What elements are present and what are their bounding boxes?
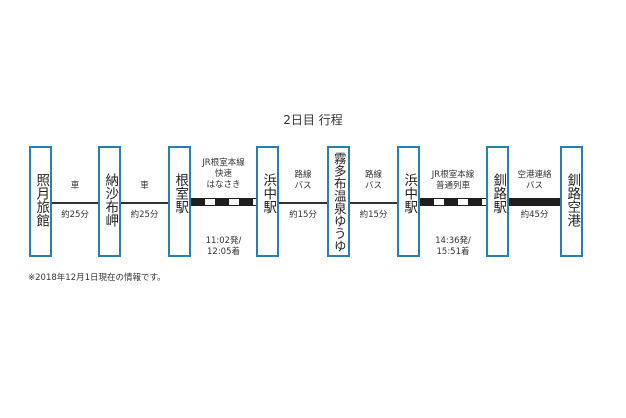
segment-label-line: バス xyxy=(294,181,312,191)
segment-mode-label: 路線 バス xyxy=(350,170,397,192)
segment-label-line: 路線 xyxy=(294,170,312,180)
segment-duration: 約15分 xyxy=(359,210,388,220)
segment-arrival: 12:05着 xyxy=(207,247,240,257)
station-box: 釧路駅 xyxy=(486,146,509,257)
segment-duration: 約15分 xyxy=(289,210,317,220)
segment-timetable: 11:02発/ 12:05着 xyxy=(191,236,256,258)
station-label: 浜中駅 xyxy=(401,173,418,214)
segment-mode-label: 空港連絡 バス xyxy=(509,170,560,192)
station-box: 照月旅館 xyxy=(29,146,52,257)
info-date-note: ※2018年12月1日現在の情報です。 xyxy=(28,273,166,283)
road-connector xyxy=(350,202,397,204)
station-label: 霧多布温泉ゆうゆ xyxy=(331,152,347,252)
segment-line-name: JR根室本線 xyxy=(202,158,245,168)
station-label: 釧路空港 xyxy=(564,173,581,227)
segment-line-name: JR根室本線 xyxy=(431,170,475,180)
segment-timetable: 14:36発/ 15:51着 xyxy=(420,236,486,258)
segment-duration: 約45分 xyxy=(520,210,549,220)
segment-departure: 11:02発/ xyxy=(205,236,242,246)
segment-label-line: 路線 xyxy=(364,170,382,180)
station-label: 納沙布岬 xyxy=(102,173,119,227)
station-label: 浜中駅 xyxy=(260,173,277,214)
segment-train-name: はなさき xyxy=(206,180,241,190)
segment-label-line: バス xyxy=(364,181,382,191)
itinerary-title: 2日目 行程 xyxy=(283,113,343,127)
segment-label-line: 空港連絡 xyxy=(517,170,552,180)
segment-train-type: 快速 xyxy=(214,169,232,179)
segment-duration: 約25分 xyxy=(61,210,89,220)
segment-mode-label: JR根室本線 普通列車 xyxy=(420,170,486,192)
station-label: 根室駅 xyxy=(172,173,189,214)
segment-label-line: バス xyxy=(525,181,543,191)
segment-mode-label: 車 xyxy=(140,181,149,191)
rail-connector xyxy=(191,198,256,206)
segment-duration: 約25分 xyxy=(130,210,159,220)
station-label: 釧路駅 xyxy=(490,173,507,214)
rail-connector xyxy=(420,198,486,206)
segment-departure: 14:36発/ xyxy=(435,236,471,246)
station-box: 浜中駅 xyxy=(397,146,420,257)
airport-bus-connector xyxy=(509,198,560,206)
segment-mode-label: 路線 バス xyxy=(279,170,327,192)
road-connector xyxy=(121,202,168,204)
station-box: 納沙布岬 xyxy=(98,146,121,257)
station-box: 根室駅 xyxy=(168,146,191,257)
segment-mode-label: JR根室本線 快速 はなさき xyxy=(191,158,256,191)
segment-mode-label: 車 xyxy=(70,181,80,191)
station-box: 霧多布温泉ゆうゆ xyxy=(327,146,350,257)
segment-arrival: 15:51着 xyxy=(436,247,470,257)
road-connector xyxy=(279,202,327,204)
station-box: 浜中駅 xyxy=(256,146,279,257)
station-box: 釧路空港 xyxy=(560,146,583,257)
segment-train-type: 普通列車 xyxy=(435,181,470,191)
station-label: 照月旅館 xyxy=(33,173,50,227)
road-connector xyxy=(52,202,98,204)
